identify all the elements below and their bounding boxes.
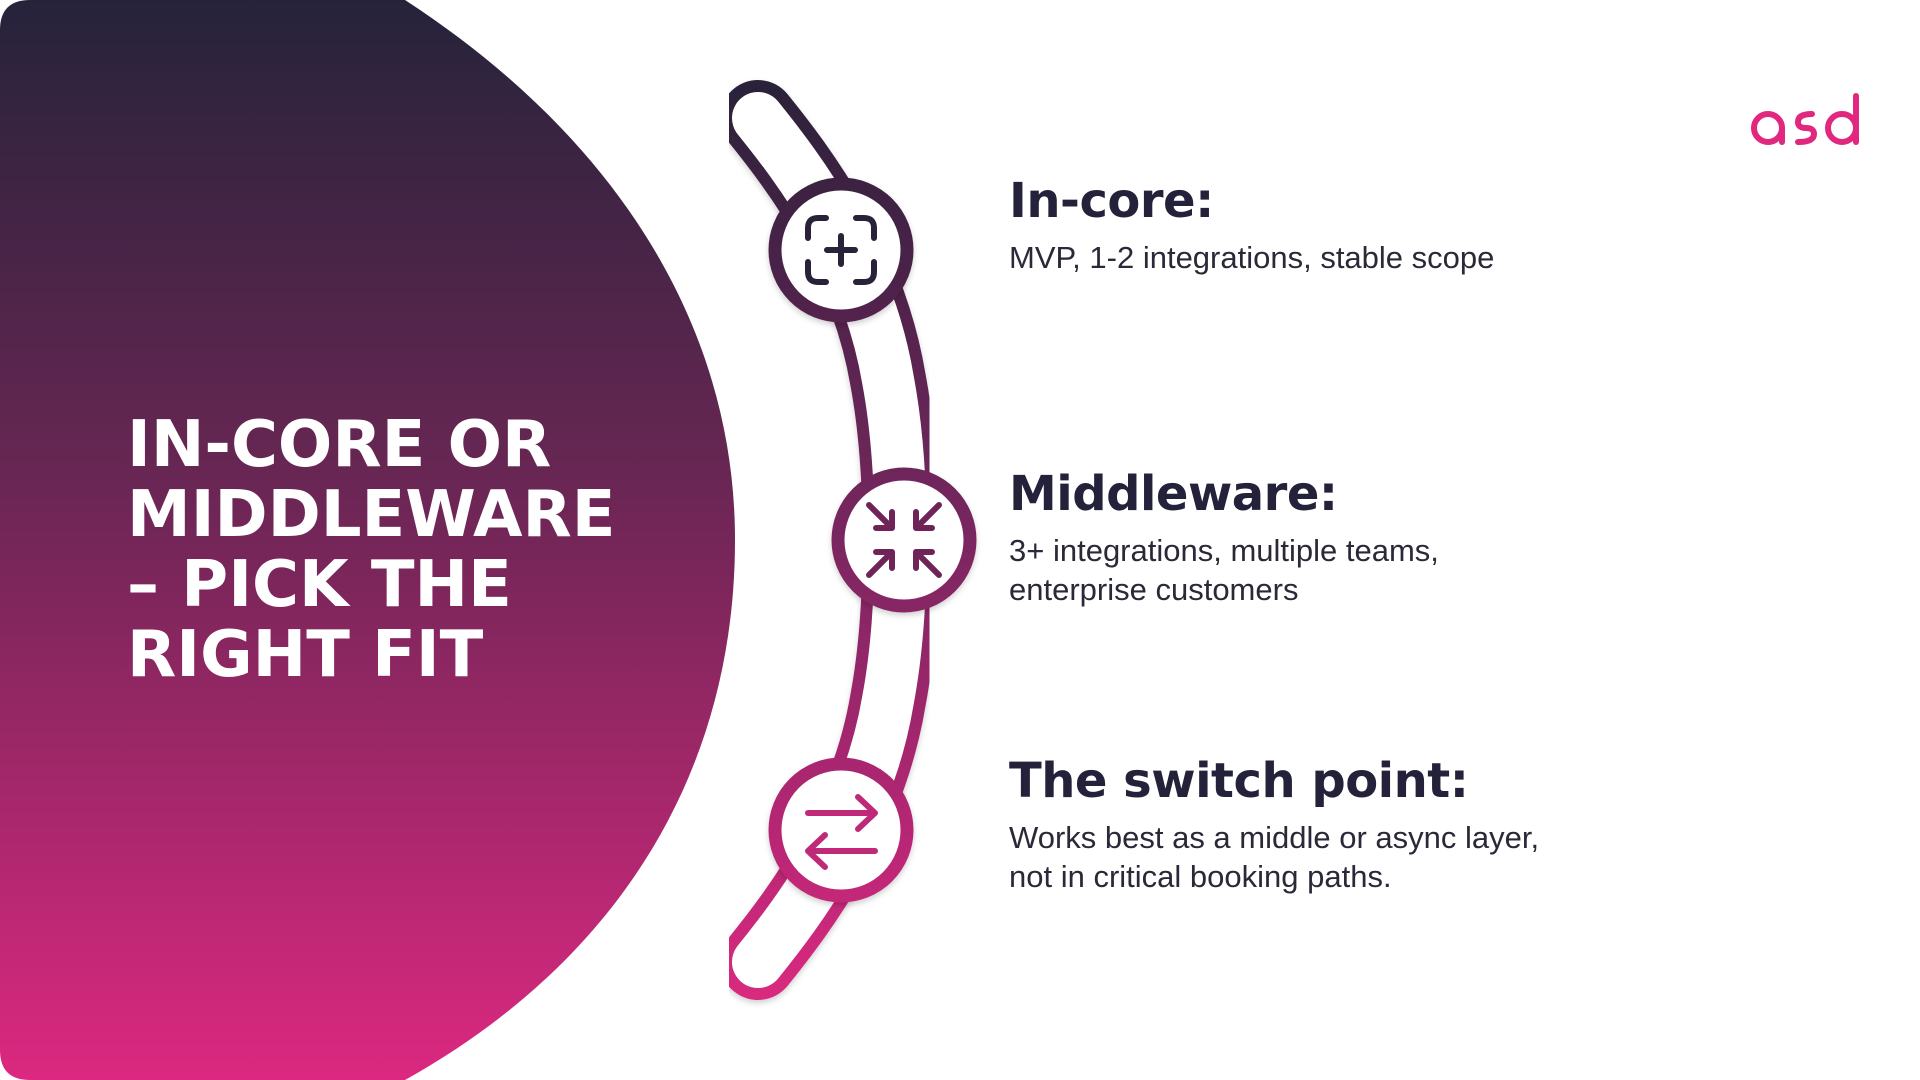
item-in-core: In-core: MVP, 1-2 integrations, stable s… — [1009, 172, 1629, 277]
item-heading: Middleware: — [1009, 466, 1338, 522]
minimize-arrows-icon — [866, 502, 942, 578]
item-description: Works best as a middle or async layer, n… — [1009, 820, 1540, 894]
title-line-2: MIDDLEWARE — [127, 478, 616, 552]
item-middleware: Middleware: 3+ integrations, multiple te… — [1009, 465, 1529, 609]
item-heading: In-core: — [1009, 173, 1214, 229]
item-description: 3+ integrations, multiple teams, enterpr… — [1009, 533, 1439, 607]
page-title: IN-CORE OR MIDDLEWARE – PICK THE RIGHT F… — [127, 410, 647, 690]
asd-logo-icon — [1751, 93, 1859, 145]
node-3 — [768, 757, 914, 903]
item-heading: The switch point: — [1009, 753, 1469, 809]
title-line-3: – PICK THE — [127, 548, 512, 622]
title-line-1: IN-CORE OR — [127, 408, 552, 482]
node-2 — [831, 467, 977, 613]
add-focus-icon — [805, 215, 877, 285]
item-description: MVP, 1-2 integrations, stable scope — [1009, 240, 1495, 275]
title-line-4: RIGHT FIT — [127, 618, 484, 692]
item-switch-point: The switch point: Works best as a middle… — [1009, 752, 1549, 896]
swap-arrows-icon — [805, 794, 878, 870]
